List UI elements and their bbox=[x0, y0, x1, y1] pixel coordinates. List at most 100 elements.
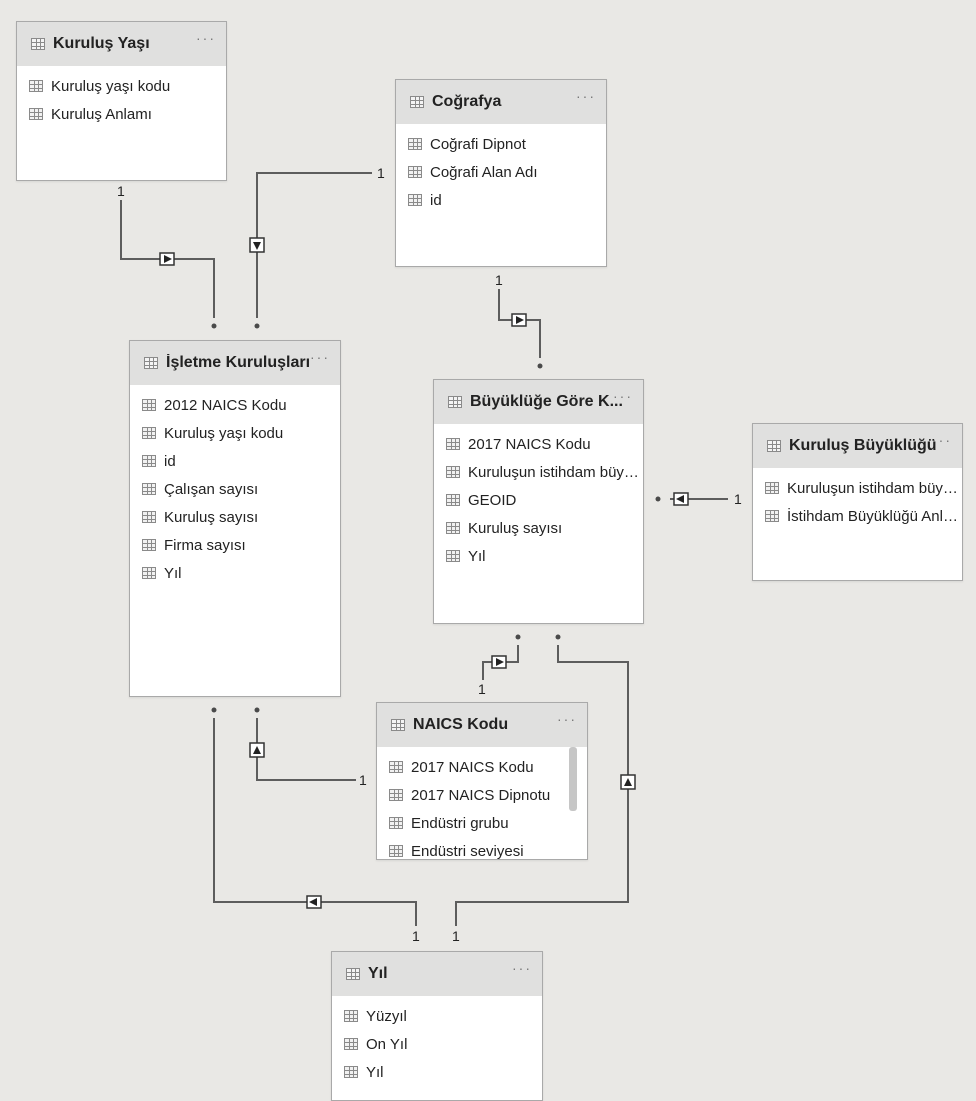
cardinality-one-label: 1 bbox=[117, 183, 125, 199]
field-icon bbox=[142, 483, 156, 495]
table-header[interactable]: Büyüklüğe Göre K... ··· bbox=[434, 380, 643, 424]
field-list: Coğrafi Dipnot Coğrafi Alan Adı id bbox=[396, 124, 606, 214]
field-icon bbox=[389, 817, 403, 829]
more-options-button[interactable]: ··· bbox=[196, 30, 216, 46]
field-row[interactable]: id bbox=[130, 447, 340, 475]
field-name: Kuruluşun istihdam büyükl... bbox=[468, 463, 643, 481]
field-row[interactable]: 2017 NAICS Kodu bbox=[377, 753, 587, 781]
field-name: On Yıl bbox=[366, 1035, 408, 1053]
field-icon bbox=[408, 138, 422, 150]
field-icon bbox=[389, 761, 403, 773]
more-options-button[interactable]: ··· bbox=[932, 432, 952, 448]
more-options-button[interactable]: ··· bbox=[576, 88, 596, 104]
field-row[interactable]: Çalışan sayısı bbox=[130, 475, 340, 503]
table-header[interactable]: NAICS Kodu ··· bbox=[377, 703, 587, 747]
field-name: Kuruluş yaşı kodu bbox=[51, 77, 171, 95]
table-icon bbox=[346, 968, 360, 980]
more-options-button[interactable]: ··· bbox=[613, 388, 633, 404]
field-name: Kuruluş Anlamı bbox=[51, 105, 152, 123]
field-row[interactable]: Coğrafi Dipnot bbox=[396, 130, 606, 158]
field-row[interactable]: Kuruluşun istihdam büyükl... bbox=[434, 458, 643, 486]
filter-direction-up-icon bbox=[249, 742, 265, 758]
table-header[interactable]: Kuruluş Büyüklüğü ··· bbox=[753, 424, 962, 468]
cardinality-one-label: 1 bbox=[412, 928, 420, 944]
field-icon bbox=[142, 511, 156, 523]
field-row[interactable]: Firma sayısı bbox=[130, 531, 340, 559]
table-card-cografya[interactable]: Coğrafya ··· Coğrafi Dipnot Coğrafi Alan… bbox=[395, 79, 607, 267]
field-row[interactable]: Kuruluş yaşı kodu bbox=[17, 72, 226, 100]
table-card-naics-kodu[interactable]: NAICS Kodu ··· 2017 NAICS Kodu 2017 NAIC… bbox=[376, 702, 588, 860]
many-marker bbox=[555, 634, 561, 640]
field-icon bbox=[408, 166, 422, 178]
field-row[interactable]: Coğrafi Alan Adı bbox=[396, 158, 606, 186]
table-title: Büyüklüğe Göre K... bbox=[470, 393, 623, 410]
field-icon bbox=[446, 494, 460, 506]
many-marker bbox=[211, 323, 217, 329]
field-icon bbox=[344, 1010, 358, 1022]
table-card-kurulus-yasi[interactable]: Kuruluş Yaşı ··· Kuruluş yaşı kodu Kurul… bbox=[16, 21, 227, 181]
scrollbar[interactable] bbox=[569, 747, 577, 811]
field-row[interactable]: İstihdam Büyüklüğü Anlamı bbox=[753, 502, 962, 530]
table-header[interactable]: Coğrafya ··· bbox=[396, 80, 606, 124]
more-options-button[interactable]: ··· bbox=[557, 711, 577, 727]
field-icon bbox=[446, 466, 460, 478]
field-row[interactable]: On Yıl bbox=[332, 1030, 542, 1058]
field-name: Endüstri seviyesi bbox=[411, 842, 524, 860]
field-name: Coğrafi Dipnot bbox=[430, 135, 526, 153]
field-icon bbox=[142, 399, 156, 411]
field-row[interactable]: Yıl bbox=[434, 542, 643, 570]
table-header[interactable]: Kuruluş Yaşı ··· bbox=[17, 22, 226, 66]
field-row[interactable]: Kuruluş sayısı bbox=[434, 514, 643, 542]
field-icon bbox=[765, 482, 779, 494]
filter-direction-down-icon bbox=[249, 237, 265, 253]
table-card-isletme-kuruluslari[interactable]: İşletme Kuruluşları ··· 2012 NAICS Kodu … bbox=[129, 340, 341, 697]
table-icon bbox=[448, 396, 462, 408]
field-icon bbox=[344, 1038, 358, 1050]
field-row[interactable]: Yıl bbox=[130, 559, 340, 587]
table-header[interactable]: Yıl ··· bbox=[332, 952, 542, 996]
field-row[interactable]: Kuruluş Anlamı bbox=[17, 100, 226, 128]
field-name: Yüzyıl bbox=[366, 1007, 407, 1025]
many-side-markers bbox=[211, 323, 661, 713]
field-row[interactable]: Endüstri seviyesi bbox=[377, 837, 587, 860]
field-row[interactable]: 2017 NAICS Dipnotu bbox=[377, 781, 587, 809]
field-name: Endüstri grubu bbox=[411, 814, 509, 832]
field-row[interactable]: Kuruluşun istihdam büyükl... bbox=[753, 474, 962, 502]
table-header[interactable]: İşletme Kuruluşları ··· bbox=[130, 341, 340, 385]
field-row[interactable]: GEOID bbox=[434, 486, 643, 514]
field-name: Kuruluş yaşı kodu bbox=[164, 424, 284, 442]
more-options-button[interactable]: ··· bbox=[310, 349, 330, 365]
field-row[interactable]: Kuruluş yaşı kodu bbox=[130, 419, 340, 447]
field-row[interactable]: Yıl bbox=[332, 1058, 542, 1086]
field-list: Yüzyıl On Yıl Yıl bbox=[332, 996, 542, 1086]
field-name: Yıl bbox=[468, 547, 486, 565]
more-options-button[interactable]: ··· bbox=[512, 960, 532, 976]
field-icon bbox=[29, 80, 43, 92]
field-row[interactable]: 2012 NAICS Kodu bbox=[130, 391, 340, 419]
field-icon bbox=[446, 522, 460, 534]
field-list: 2017 NAICS Kodu 2017 NAICS Dipnotu Endüs… bbox=[377, 747, 587, 860]
field-row[interactable]: Endüstri grubu bbox=[377, 809, 587, 837]
field-row[interactable]: Yüzyıl bbox=[332, 1002, 542, 1030]
filter-direction-up-icon bbox=[620, 774, 636, 790]
table-icon bbox=[31, 38, 45, 50]
filter-direction-right-icon bbox=[511, 313, 527, 327]
field-row[interactable]: id bbox=[396, 186, 606, 214]
relationship-line-naics-isletme[interactable] bbox=[256, 718, 356, 781]
many-marker bbox=[655, 496, 661, 502]
field-icon bbox=[142, 567, 156, 579]
field-name: id bbox=[164, 452, 176, 470]
many-marker bbox=[254, 707, 260, 713]
table-card-yil[interactable]: Yıl ··· Yüzyıl On Yıl Yıl bbox=[331, 951, 543, 1101]
field-icon bbox=[446, 550, 460, 562]
relationship-line-cografya-isletme[interactable] bbox=[256, 172, 372, 318]
field-row[interactable]: Kuruluş sayısı bbox=[130, 503, 340, 531]
table-card-kurulus-buyuklugu[interactable]: Kuruluş Büyüklüğü ··· Kuruluşun istihdam… bbox=[752, 423, 963, 581]
field-row[interactable]: 2017 NAICS Kodu bbox=[434, 430, 643, 458]
many-marker bbox=[515, 634, 521, 640]
table-icon bbox=[410, 96, 424, 108]
field-list: Kuruluşun istihdam büyükl... İstihdam Bü… bbox=[753, 468, 962, 530]
table-card-buyukluge-gore[interactable]: Büyüklüğe Göre K... ··· 2017 NAICS Kodu … bbox=[433, 379, 644, 624]
